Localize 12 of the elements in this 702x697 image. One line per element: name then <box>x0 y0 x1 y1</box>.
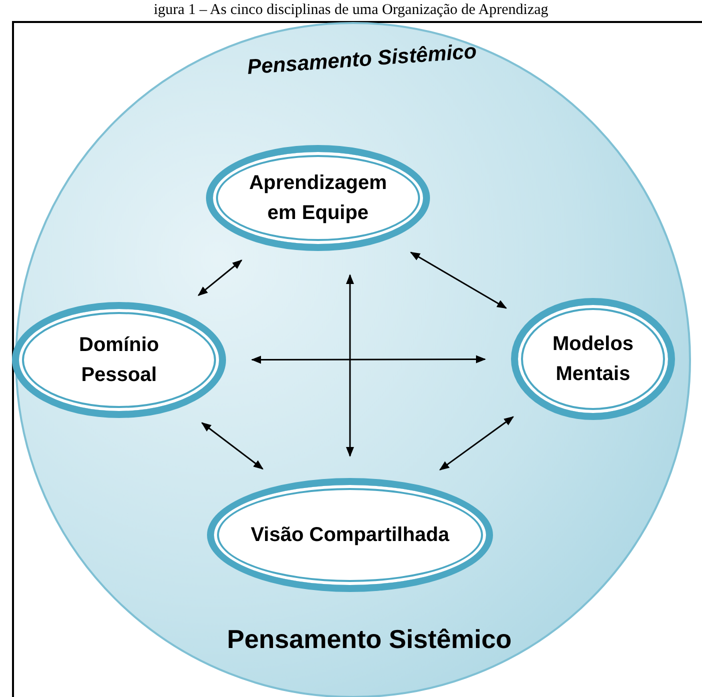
ellipse-label: Domínio Pessoal <box>78 333 160 388</box>
double-arrow <box>198 260 242 296</box>
double-arrow <box>410 252 507 309</box>
ellipse-label: Aprendizagem em Equipe <box>248 171 388 226</box>
ellipse-label: Modelos Mentais <box>551 332 635 387</box>
circle-title: Pensamento Sistêmico <box>246 39 478 81</box>
double-arrow <box>346 274 354 457</box>
double-arrow <box>251 355 486 364</box>
figure-caption: igura 1 – As cinco disciplinas de uma Organização de Aprendizag <box>152 1 550 20</box>
ellipse-label: Visão Compartilhada <box>250 523 450 548</box>
double-arrow <box>201 422 264 470</box>
double-arrow <box>439 416 514 470</box>
